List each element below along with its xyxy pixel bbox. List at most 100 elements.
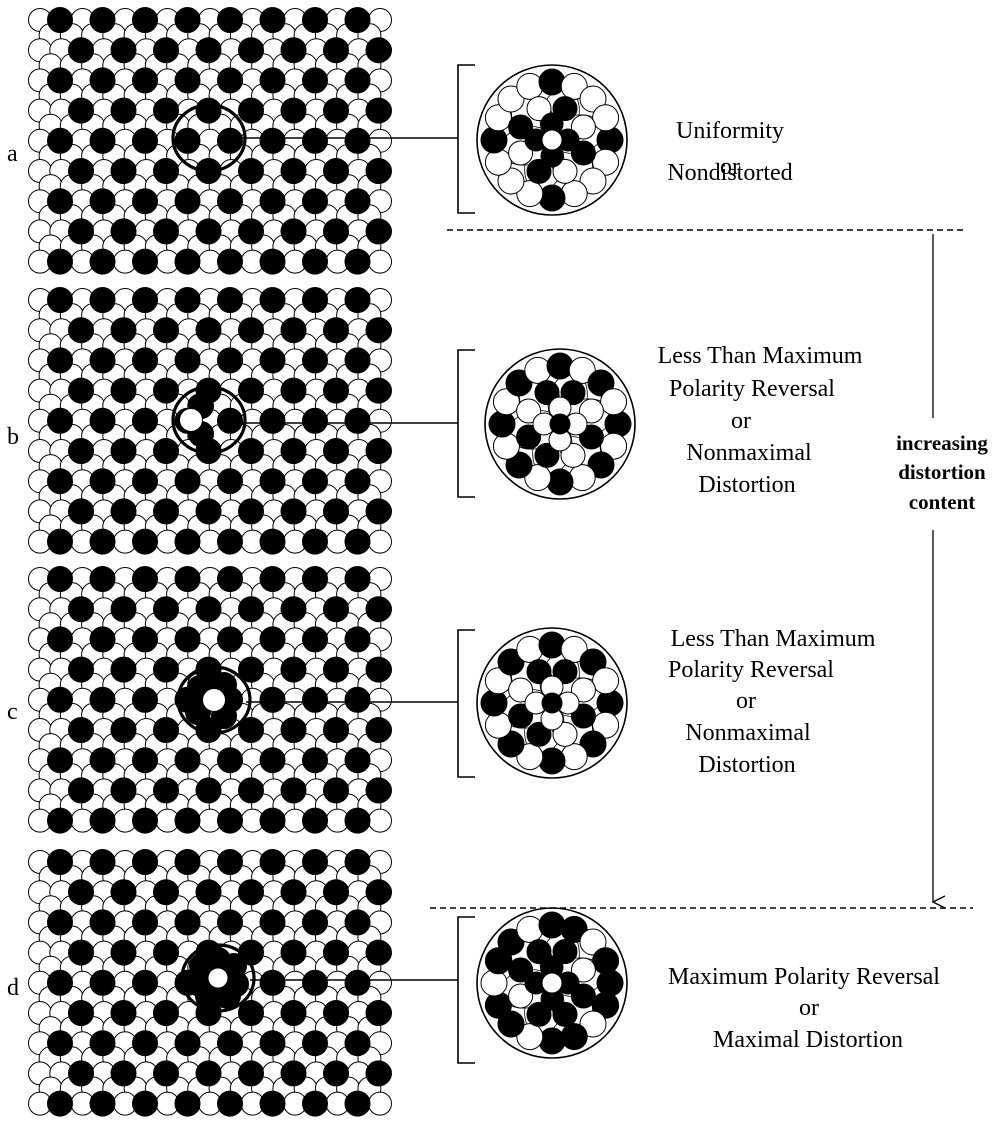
filled-atom — [238, 438, 264, 464]
open-atom — [516, 915, 544, 943]
filled-atom — [280, 1060, 307, 1087]
filled-atom — [259, 347, 286, 374]
filled-atom — [280, 37, 307, 64]
defect-cluster — [185, 672, 237, 729]
filled-atom — [153, 596, 179, 623]
filled-atom — [110, 939, 137, 966]
filled-atom — [174, 1030, 201, 1057]
filled-atom — [592, 947, 620, 975]
filled-atom — [323, 218, 349, 245]
filled-atom — [497, 928, 525, 956]
filled-atom — [89, 127, 116, 154]
magnified-view — [476, 627, 628, 779]
filled-atom — [596, 689, 624, 717]
magnifier-outline — [476, 64, 628, 216]
filled-atom — [47, 686, 73, 713]
open-atom — [560, 635, 588, 663]
filled-atom — [488, 410, 516, 438]
open-atom — [600, 432, 628, 460]
filled-atom — [68, 596, 94, 623]
open-atom — [497, 167, 525, 195]
filled-atom — [174, 347, 201, 374]
filled-atom — [302, 188, 328, 215]
filled-atom — [508, 957, 534, 983]
filled-atom — [132, 747, 158, 774]
open-atom — [516, 635, 544, 663]
filled-atom — [238, 377, 264, 404]
filled-atom — [217, 287, 243, 313]
open-atom — [368, 249, 392, 274]
open-atom — [579, 1010, 607, 1038]
filled-atom — [344, 849, 371, 875]
filled-atom — [365, 939, 392, 966]
filled-atom — [546, 352, 574, 380]
filled-atom — [238, 777, 264, 804]
filled-atom — [132, 566, 158, 592]
filled-atom — [217, 468, 243, 495]
filled-atom — [174, 528, 201, 555]
open-atom — [570, 114, 596, 140]
open-atom — [592, 104, 620, 132]
svg-text:Less Than Maximum: Less Than Maximum — [658, 343, 863, 369]
filled-atom — [552, 96, 578, 122]
filled-atom — [302, 686, 328, 713]
open-atom — [179, 408, 203, 432]
filled-atom — [259, 248, 286, 275]
svg-text:content: content — [909, 490, 976, 514]
highlight-ellipse — [180, 943, 256, 1013]
magnified-view — [476, 907, 628, 1059]
filled-atom — [484, 991, 512, 1019]
filled-atom — [110, 317, 137, 344]
filled-atom — [497, 730, 525, 758]
filled-atom — [238, 498, 264, 525]
filled-atom — [259, 127, 286, 154]
filled-atom — [132, 807, 158, 834]
filled-atom — [153, 777, 179, 804]
open-atom — [368, 1091, 392, 1116]
filled-atom — [323, 717, 349, 743]
filled-atom — [68, 1000, 94, 1026]
filled-atom — [153, 656, 179, 683]
filled-atom — [238, 37, 264, 64]
filled-atom — [280, 879, 307, 906]
filled-atom — [516, 424, 542, 450]
filled-atom — [68, 218, 94, 245]
filled-atom — [238, 1000, 264, 1026]
filled-atom — [323, 317, 349, 344]
panel-c — [28, 566, 628, 834]
filled-atom — [47, 468, 73, 495]
open-atom — [508, 140, 534, 166]
filled-atom — [68, 158, 94, 184]
filled-atom — [365, 777, 392, 804]
filled-atom — [174, 909, 201, 936]
filled-atom — [302, 468, 328, 495]
filled-atom — [560, 1023, 588, 1051]
filled-atom — [344, 566, 371, 592]
filled-atom — [195, 317, 222, 344]
filled-atom — [344, 686, 371, 713]
open-atom — [484, 711, 512, 739]
filled-atom — [47, 287, 73, 313]
filled-atom — [323, 438, 349, 464]
open-atom — [516, 743, 544, 771]
filled-atom — [508, 703, 534, 729]
svg-text:Maximum Polarity Reversal: Maximum Polarity Reversal — [668, 964, 940, 990]
filled-atom — [534, 442, 560, 468]
filled-atom — [579, 648, 607, 676]
filled-atom — [238, 317, 264, 344]
filled-atom — [280, 218, 307, 245]
filled-atom — [526, 659, 552, 685]
open-atom — [480, 969, 508, 997]
center-atom — [549, 413, 571, 435]
filled-atom — [47, 807, 73, 834]
filled-atom — [153, 97, 179, 124]
filled-atom — [174, 188, 201, 215]
filled-atom — [302, 287, 328, 313]
filled-atom — [89, 407, 116, 434]
open-atom — [579, 85, 607, 113]
filled-atom — [560, 915, 588, 943]
filled-atom — [217, 67, 243, 94]
filled-atom — [174, 7, 201, 33]
open-atom — [492, 388, 520, 416]
